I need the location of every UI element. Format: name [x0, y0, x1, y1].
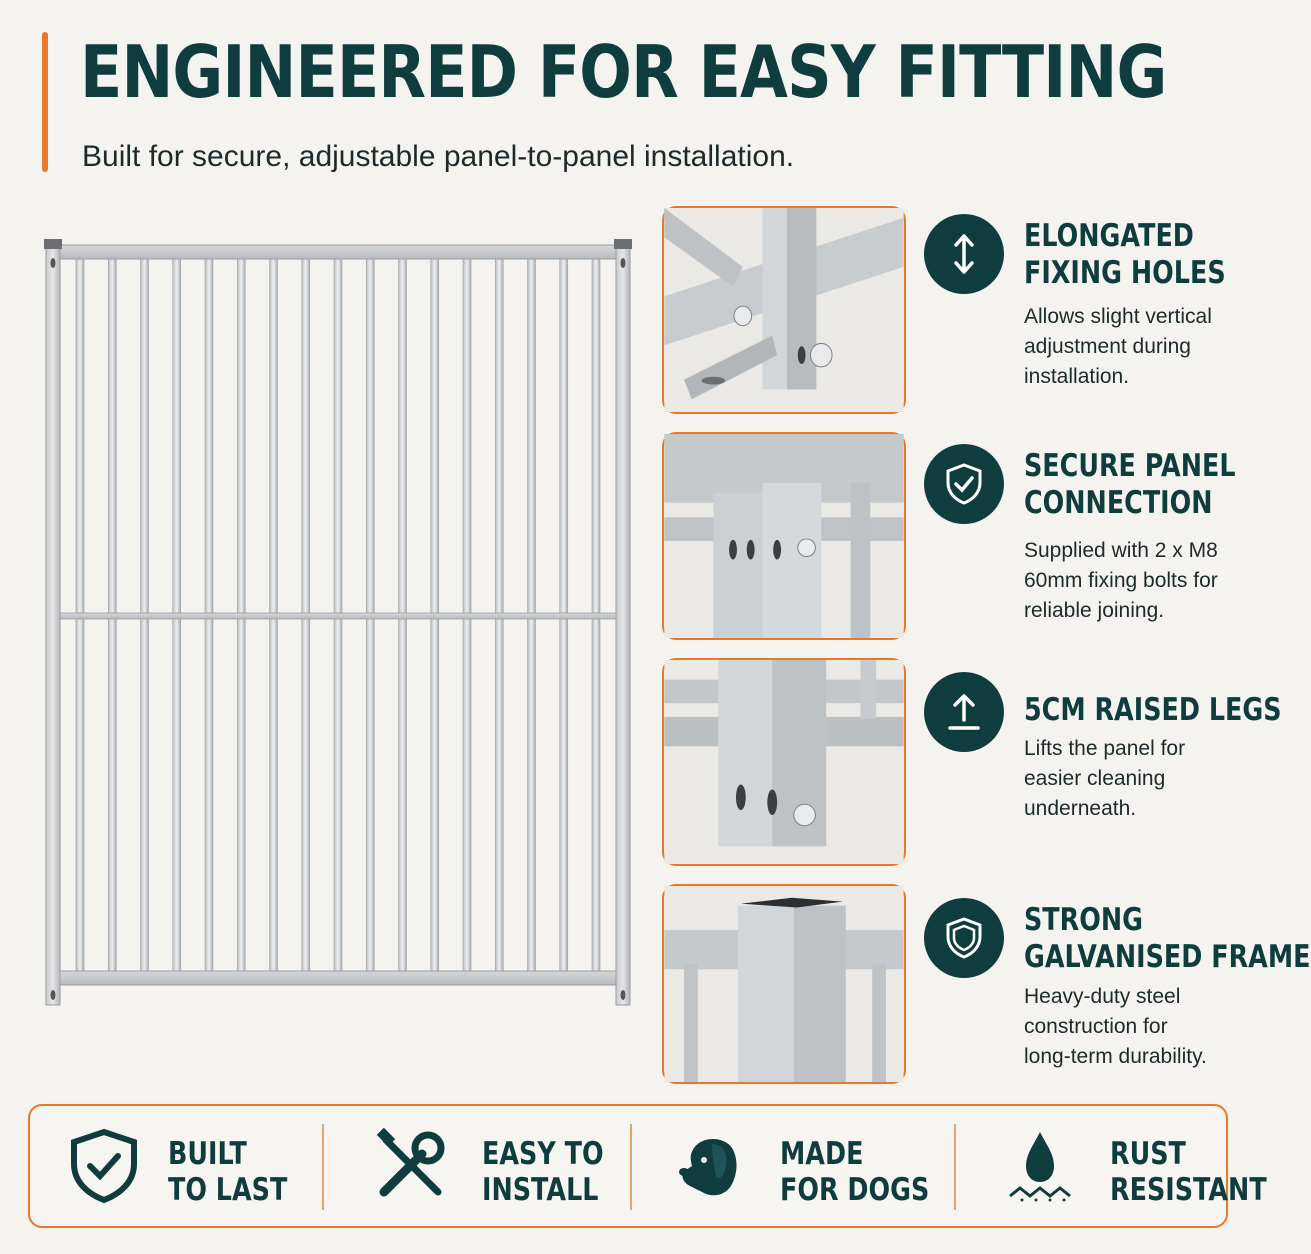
kennel-panel-image	[40, 235, 636, 1015]
feature-description: Allows slight vertical adjustment during…	[1024, 305, 1212, 388]
detail-photo-galvanised-frame	[662, 884, 906, 1084]
page-title: ENGINEERED FOR EASY FITTING	[80, 30, 1167, 114]
shield-icon	[924, 898, 1004, 978]
detail-photo-raised-legs	[662, 658, 906, 866]
raise-up-icon	[924, 672, 1004, 752]
tools-icon	[376, 1127, 445, 1197]
badge-divider	[630, 1124, 632, 1210]
detail-photo-panel-connection	[662, 432, 906, 640]
feature-title: SECURE PANEL CONNECTION	[1024, 448, 1236, 521]
benefits-bar: BUILT TO LAST EASY TO INSTALL MADE FOR D…	[28, 1104, 1267, 1228]
feature-description: Supplied with 2 x M8 60mm fixing bolts f…	[1024, 539, 1218, 622]
feature-description: Heavy-duty steel construction for long-t…	[1024, 985, 1207, 1068]
water-drop-icon	[1009, 1132, 1071, 1202]
page-subtitle: Built for secure, adjustable panel-to-pa…	[82, 140, 795, 173]
vertical-arrows-icon	[924, 214, 1004, 294]
badge-divider	[322, 1124, 324, 1210]
feature-description: Lifts the panel for easier cleaning unde…	[1024, 737, 1186, 820]
feature-title: 5CM RAISED LEGS	[1024, 692, 1282, 728]
feature-title: ELONGATED FIXING HOLES	[1024, 218, 1226, 291]
detail-photo-fixing-holes	[662, 206, 906, 414]
dog-head-icon	[679, 1139, 737, 1196]
shield-check-icon	[924, 444, 1004, 524]
badge-divider	[954, 1124, 956, 1210]
shield-check-outline-icon	[71, 1128, 137, 1204]
feature-title: STRONG GALVANISED FRAME	[1024, 902, 1311, 975]
title-accent-bar	[42, 32, 48, 172]
